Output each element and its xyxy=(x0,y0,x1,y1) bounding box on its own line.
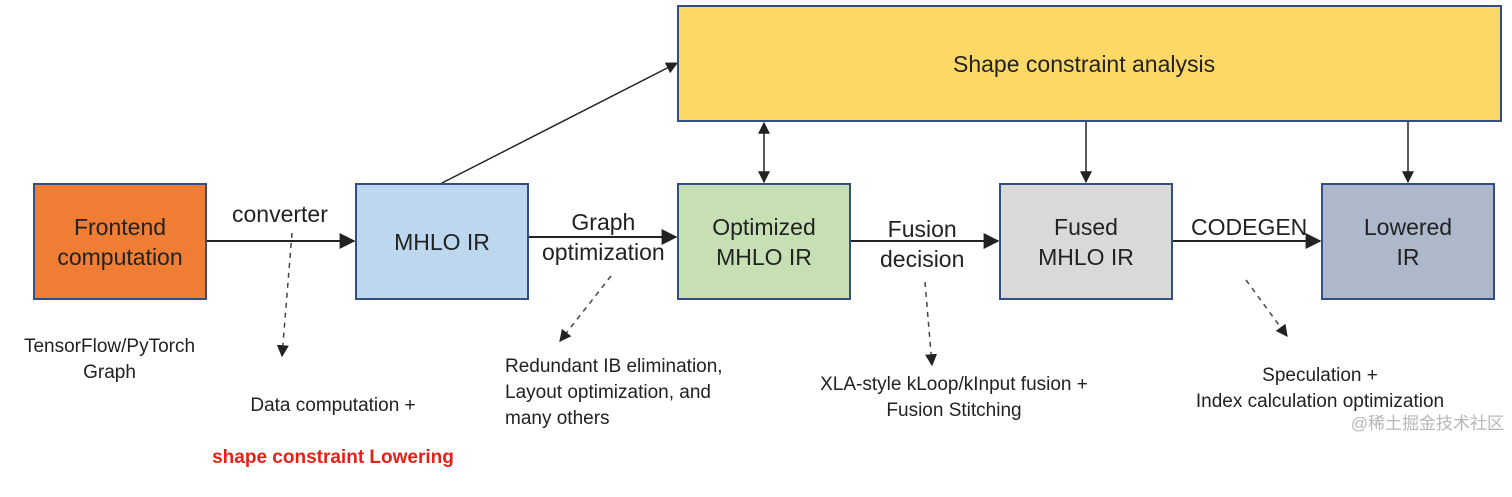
codegen-detail-pointer xyxy=(1245,279,1288,337)
watermark: @稀土掘金技术社区 xyxy=(1350,414,1504,433)
frontend-source-note: TensorFlow/PyTorch Graph xyxy=(23,336,196,383)
graph-optimization-label: Graph optimization xyxy=(542,209,665,265)
flow-connectors xyxy=(207,62,1414,367)
codegen-detail-note: Speculation + Index calculation optimiza… xyxy=(1195,365,1445,412)
converter-label: converter xyxy=(232,201,328,227)
optimized-mhlo-ir-box: Optimized MHLO IR xyxy=(677,183,851,300)
converter-detail-line-2: shape constraint Lowering xyxy=(212,447,454,468)
lowered-ir-label: Lowered IR xyxy=(1363,213,1453,270)
fusion-decision-label: Fusion decision xyxy=(880,216,965,272)
mhlo-ir-label: MHLO IR xyxy=(394,228,490,255)
converter-detail-line-1: Data computation + xyxy=(250,395,416,416)
fusion-detail-pointer xyxy=(924,281,938,367)
frontend-computation-label: Frontend computation xyxy=(57,213,183,270)
frontend-computation-box: Frontend computation xyxy=(33,183,207,300)
optimized-mhlo-ir-label: Optimized MHLO IR xyxy=(712,213,816,270)
graph-optimization-detail-pointer xyxy=(559,275,612,342)
converter-detail-pointer xyxy=(276,232,293,358)
fused-mhlo-ir-label: Fused MHLO IR xyxy=(1038,213,1134,270)
fused-mhlo-ir-box: Fused MHLO IR xyxy=(999,183,1173,300)
lowered-ir-box: Lowered IR xyxy=(1321,183,1495,300)
converter-detail-note: Data computation + shape constraint Lowe… xyxy=(188,367,478,497)
codegen-label: CODEGEN xyxy=(1191,214,1308,240)
fusion-detail-note: XLA-style kLoop/kInput fusion + Fusion S… xyxy=(820,374,1088,421)
shape-constraint-analysis-label: Shape constraint analysis xyxy=(953,50,1216,77)
mhlo-ir-box: MHLO IR xyxy=(355,183,529,300)
graph-optimization-detail-note: Redundant IB elimination, Layout optimiz… xyxy=(505,356,723,429)
shape-constraint-analysis-box: Shape constraint analysis xyxy=(677,5,1502,122)
mhlo-to-shape-arrow xyxy=(441,62,679,184)
